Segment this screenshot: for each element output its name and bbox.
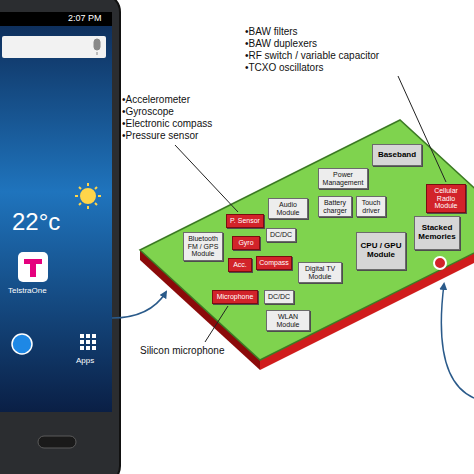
app-name: Apps [76, 356, 94, 366]
callout-text: •Pressure sensor [122, 130, 198, 142]
callout-text: •Gyroscope [122, 106, 174, 118]
callout-text: •BAW filters [245, 26, 298, 38]
module-chip: WLAN Module [266, 310, 310, 331]
browser-icon [12, 334, 32, 354]
leader-line [205, 306, 228, 342]
status-bar [0, 12, 112, 26]
module-chip: Bluetooth FM / GPS Module [183, 232, 223, 261]
sensor-chip: Gyro [232, 236, 260, 250]
home-button [38, 436, 76, 448]
module-label: Digital TV Module [301, 265, 339, 280]
weather-temperature: 22°c [12, 208, 60, 237]
module-label: Bluetooth FM / GPS Module [186, 235, 220, 258]
callout-text: •TCXO oscillators [245, 62, 324, 74]
app-icon [18, 252, 48, 282]
smartphone [0, 0, 120, 474]
curved-arrow [112, 292, 166, 318]
sensor-chip: Cellular Radio Module [426, 184, 466, 213]
module-label: DC/DC [270, 231, 292, 239]
module-label: P. Sensor [230, 217, 260, 225]
sun-icon [75, 183, 101, 209]
callout-text: •RF switch / variable capacitor [245, 50, 379, 62]
curved-arrow [441, 284, 474, 398]
apps-icon [80, 334, 96, 350]
module-label: Acc. [233, 261, 247, 269]
board-surface [140, 120, 474, 360]
module-chip: DC/DC [264, 290, 294, 304]
curved-arrows [112, 284, 474, 398]
module-label: Audio Module [271, 201, 305, 216]
app-logo [24, 259, 42, 277]
module-label: Microphone [217, 293, 254, 301]
search-bar [2, 36, 106, 58]
status-time: 2:07 PM [68, 13, 102, 24]
callout-text: •Accelerometer [122, 94, 190, 106]
module-label: Compass [259, 259, 289, 267]
sensor-chip: Compass [256, 256, 292, 270]
module-label: Stacked Memories [417, 224, 457, 242]
module-chip: Audio Module [268, 198, 308, 219]
app-name: TelstraOne [8, 286, 47, 296]
module-label: Touch driver [359, 199, 383, 214]
module-label: Battery charger [321, 199, 349, 214]
phone-body [0, 0, 120, 474]
module-chip: Touch driver [356, 196, 386, 217]
module-label: DC/DC [268, 293, 290, 301]
module-label: Power Management [321, 171, 365, 186]
module-label: Cellular Radio Module [429, 187, 463, 210]
leader-line [398, 76, 446, 182]
callout-text: Silicon microphone [140, 345, 225, 357]
sensor-chip: Acc. [228, 258, 252, 272]
callout-text: •BAW duplexers [245, 38, 317, 50]
main-chip: CPU / GPU Module [356, 232, 406, 270]
board-component [434, 257, 446, 269]
circuit-board [140, 120, 474, 370]
module-chip: Digital TV Module [298, 262, 342, 283]
module-label: CPU / GPU Module [359, 242, 403, 260]
sensor-chip: Microphone [212, 290, 258, 304]
module-label: Baseband [378, 151, 416, 160]
phone-screen [0, 12, 112, 412]
module-label: Gyro [238, 239, 253, 247]
leader-line [175, 145, 238, 212]
module-chip: Battery charger [318, 196, 352, 217]
module-chip: DC/DC [266, 228, 296, 242]
leader-lines [175, 76, 446, 342]
sensor-chip: P. Sensor [226, 214, 264, 228]
callout-text: •Electronic compass [122, 118, 212, 130]
mic-icon [94, 39, 100, 55]
module-label: WLAN Module [269, 313, 307, 328]
main-chip: Stacked Memories [414, 216, 460, 250]
module-chip: Power Management [318, 168, 368, 189]
main-chip: Baseband [372, 144, 422, 166]
